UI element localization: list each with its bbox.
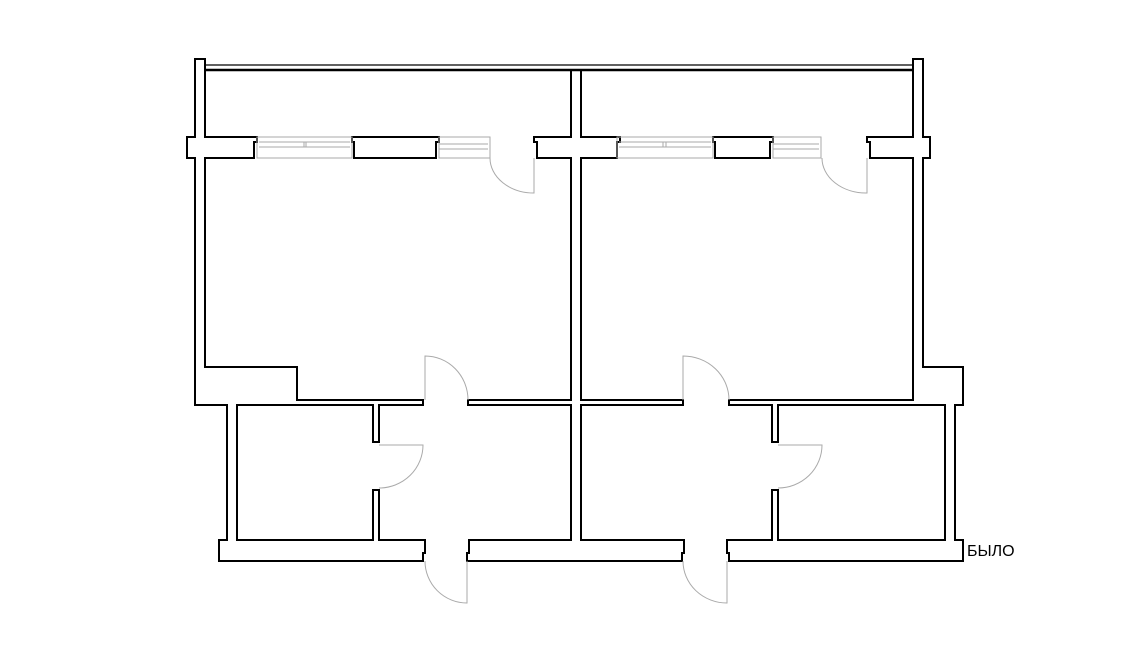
entry-door-left xyxy=(424,560,468,604)
balcony-door-left xyxy=(489,157,535,194)
balcony-door-right xyxy=(821,157,868,194)
balcony-railing xyxy=(205,64,913,72)
plan-label: БЫЛО xyxy=(967,543,1015,560)
window-right-2 xyxy=(772,136,822,159)
bathroom-door-right xyxy=(777,444,823,489)
entry-door-right xyxy=(682,560,728,604)
bathroom-door-left xyxy=(378,444,424,489)
left-unit-walls xyxy=(186,58,426,562)
room-door-right xyxy=(682,355,730,401)
right-window-pier xyxy=(712,136,774,159)
room-door-left xyxy=(424,355,469,401)
window-right-1 xyxy=(616,136,714,159)
window-left-1 xyxy=(256,136,353,159)
window-left-2 xyxy=(438,136,491,159)
right-unit-walls xyxy=(726,58,964,562)
party-wall xyxy=(466,70,685,562)
left-window-pier xyxy=(351,136,440,159)
